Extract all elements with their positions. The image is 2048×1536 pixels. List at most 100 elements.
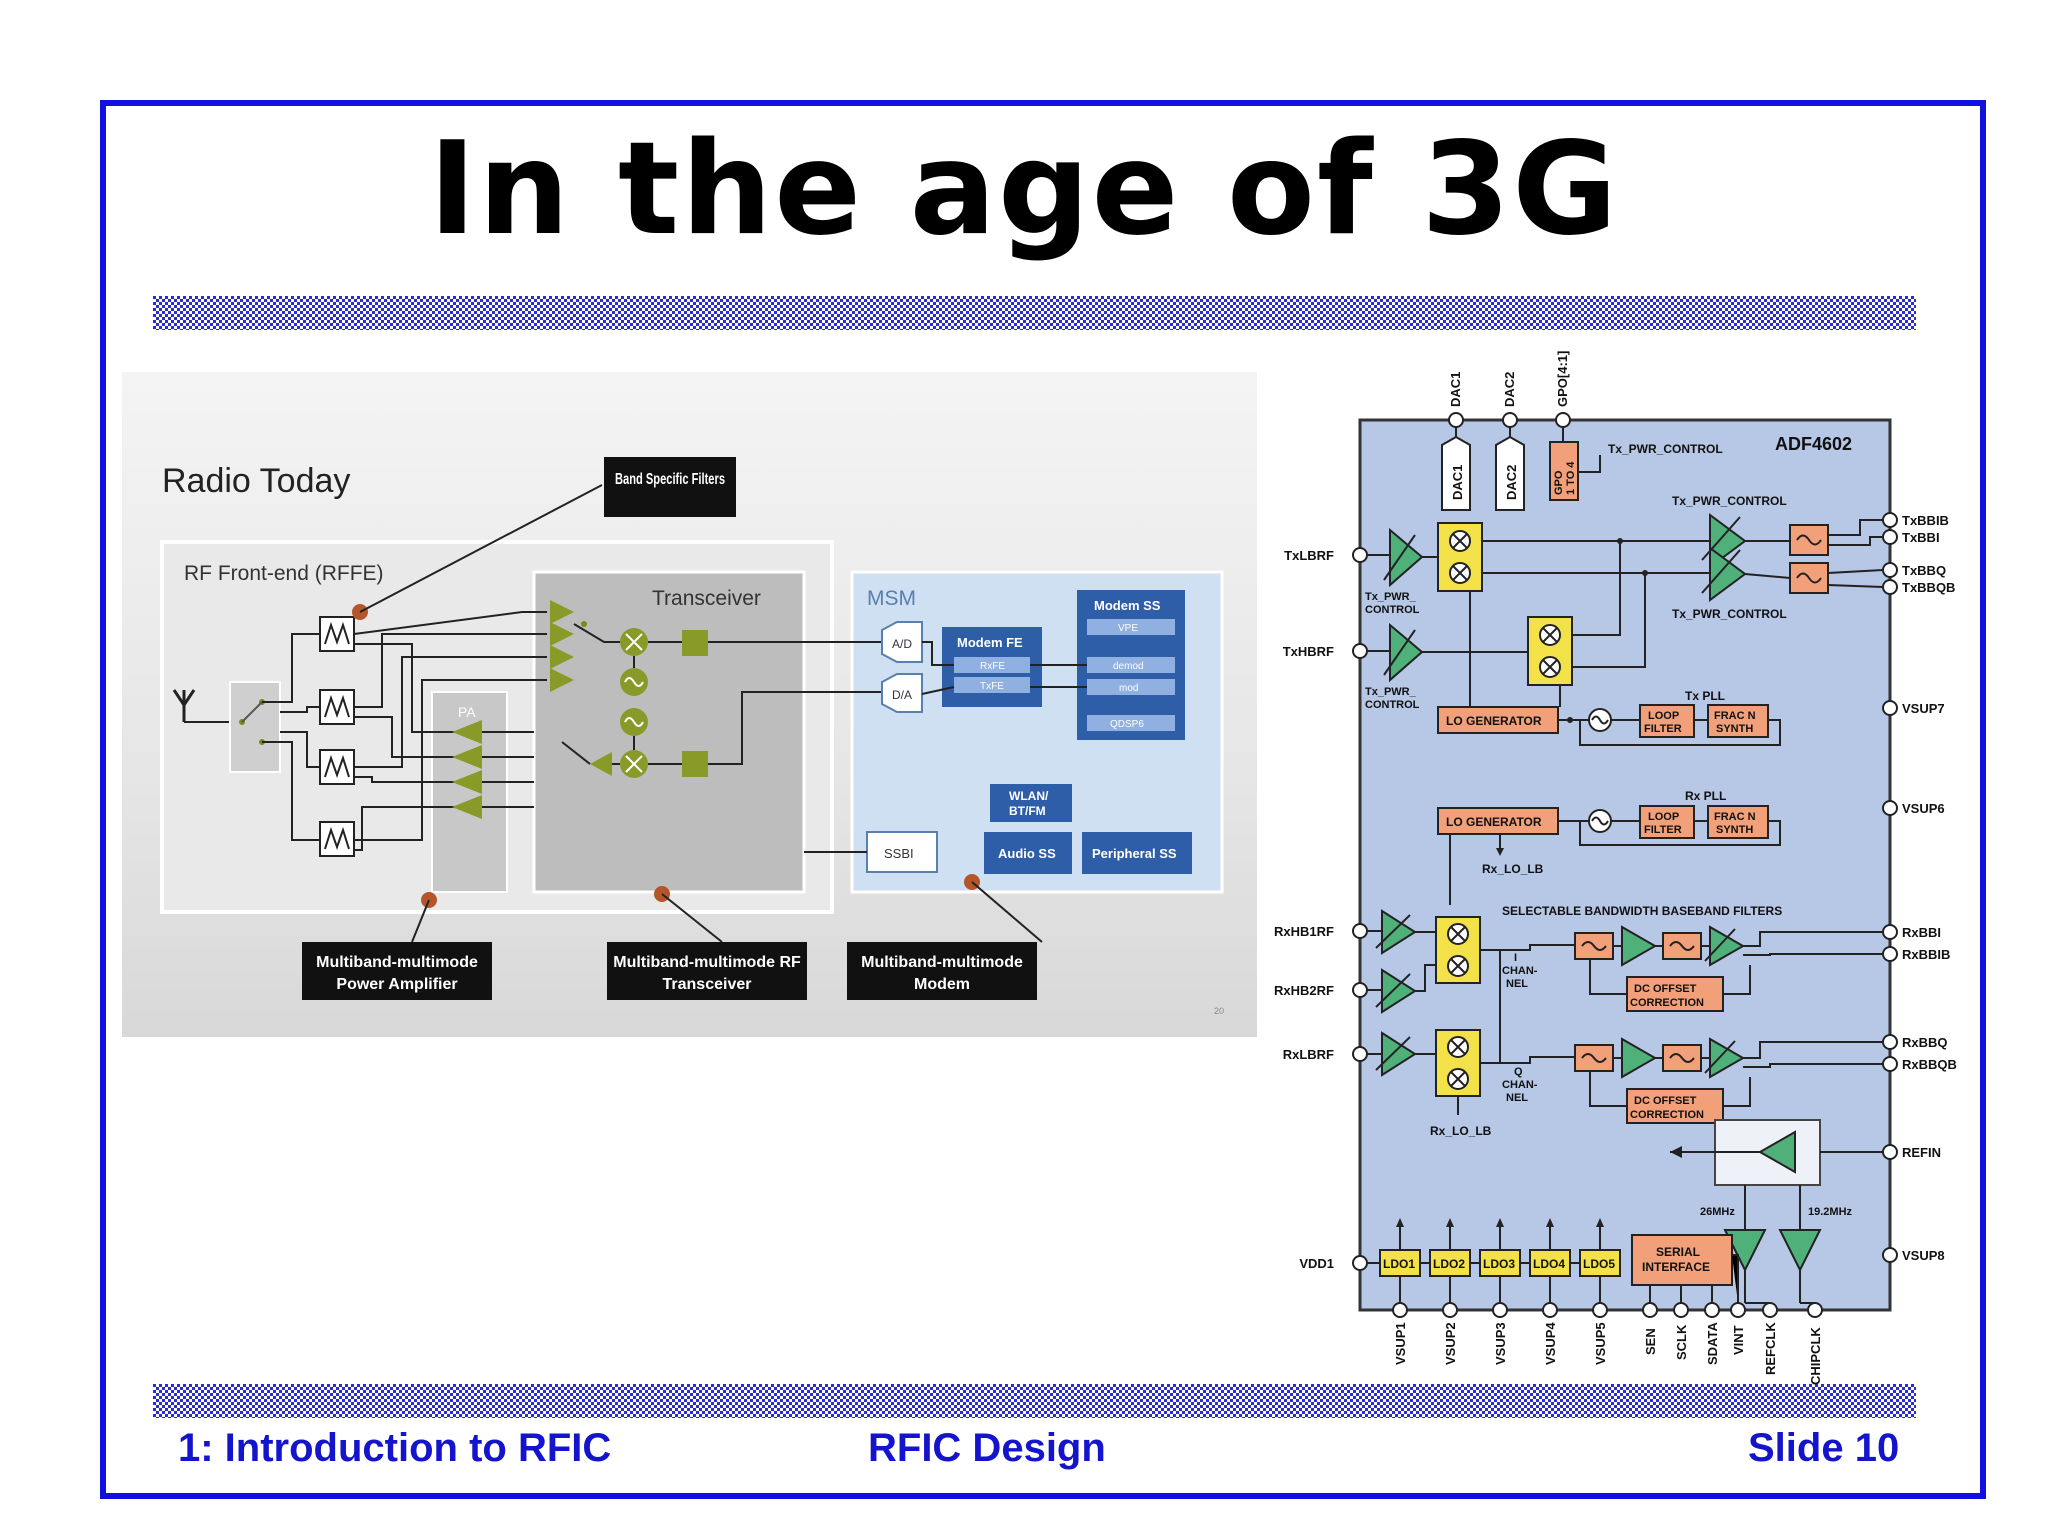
pa-amplifiers [452, 720, 482, 819]
svg-text:CHAN-: CHAN- [1502, 1079, 1538, 1091]
ssbi-label: SSBI [884, 846, 914, 861]
svg-text:LOOP: LOOP [1648, 710, 1679, 722]
callout-pa-line1: Multiband-multimode [316, 954, 478, 971]
rffe-label: RF Front-end (RFFE) [184, 562, 384, 585]
svg-text:FRAC N: FRAC N [1714, 811, 1756, 823]
ssbi-block [866, 831, 938, 873]
svg-text:VSUP7: VSUP7 [1902, 701, 1945, 716]
svg-text:VSUP5: VSUP5 [1593, 1322, 1608, 1365]
svg-text:TxHBRF: TxHBRF [1283, 644, 1334, 659]
svg-text:DC OFFSET: DC OFFSET [1634, 1095, 1697, 1107]
rx-lo-lb-top: Rx_LO_LB [1482, 862, 1544, 876]
chip-name: ADF4602 [1775, 434, 1852, 454]
footer-right: Slide 10 [1748, 1426, 1900, 1470]
callout-rf [607, 942, 807, 1000]
svg-text:REFIN: REFIN [1902, 1145, 1941, 1160]
callout-filters-label: Band Specific Filters [615, 471, 725, 488]
svg-text:SYNTH: SYNTH [1716, 723, 1753, 735]
peripheral-label: Peripheral SS [1092, 846, 1177, 861]
clk-19-label: 19.2MHz [1808, 1206, 1853, 1218]
callout-modem-line2: Modem [914, 976, 970, 993]
footer-center: RFIC Design [868, 1426, 1106, 1470]
tx-pwr-label-top: Tx_PWR_CONTROL [1672, 494, 1787, 508]
callout-pa [302, 942, 492, 1000]
callout-modem [847, 942, 1037, 1000]
callout-filters [604, 457, 736, 517]
demod-label: demod [1113, 661, 1144, 672]
pa-label: PA [458, 704, 476, 720]
radio-heading: Radio Today [162, 462, 350, 500]
serial-interface [1631, 1234, 1733, 1286]
slide-title: In the age of 3G [428, 115, 1620, 264]
svg-text:SERIAL: SERIAL [1656, 1245, 1700, 1259]
transceiver-label: Transceiver [652, 587, 761, 610]
svg-text:VSUP4: VSUP4 [1543, 1322, 1558, 1365]
svg-text:NEL: NEL [1506, 1092, 1528, 1104]
svg-text:REFCLK: REFCLK [1763, 1322, 1778, 1375]
ad-label: A/D [892, 637, 912, 651]
svg-text:FRAC N: FRAC N [1714, 710, 1756, 722]
svg-text:CORRECTION: CORRECTION [1630, 997, 1704, 1009]
svg-text:Tx_PWR_: Tx_PWR_ [1365, 686, 1417, 698]
svg-text:RxHB1RF: RxHB1RF [1274, 924, 1334, 939]
svg-text:LO GENERATOR: LO GENERATOR [1446, 714, 1542, 728]
slide-frame [100, 100, 1986, 1499]
radio-today-diagram: Radio Today RF Front-end (RFFE) Transcei… [160, 457, 1224, 1016]
tx-driver-icon [590, 752, 612, 776]
svg-text:SYNTH: SYNTH [1716, 824, 1753, 836]
callout-modem-line1: Multiband-multimode [861, 954, 1023, 971]
svg-text:1 TO 4: 1 TO 4 [1565, 461, 1577, 495]
svg-text:TxBBI: TxBBI [1902, 530, 1940, 545]
dac1-label: DAC1 [1450, 465, 1465, 500]
svg-text:VINT: VINT [1731, 1325, 1746, 1355]
qdsp-label: QDSP6 [1110, 719, 1144, 730]
svg-text:RxBBI: RxBBI [1902, 925, 1941, 940]
tx-pll-label: Tx PLL [1685, 689, 1725, 703]
svg-text:CORRECTION: CORRECTION [1630, 1109, 1704, 1121]
svg-text:LDO5: LDO5 [1583, 1257, 1615, 1271]
tx-lb-amp [1389, 527, 1424, 588]
figure-page-number: 20 [1214, 1006, 1224, 1016]
svg-text:SEN: SEN [1643, 1328, 1658, 1355]
msm-label: MSM [867, 587, 916, 610]
svg-text:CHIPCLK: CHIPCLK [1808, 1327, 1823, 1385]
svg-text:INTERFACE: INTERFACE [1642, 1260, 1710, 1274]
svg-text:Q: Q [1514, 1066, 1523, 1078]
callout-pa-line2: Power Amplifier [336, 976, 457, 993]
rx-lo-lb-bottom: Rx_LO_LB [1430, 1124, 1492, 1138]
adf4602-diagram: ADF4602 DAC1 DAC2 GPO[4:1] DAC1 DAC2 GPO… [1274, 351, 1957, 1385]
svg-text:VSUP6: VSUP6 [1902, 801, 1945, 816]
gpo-tx-pwr-label: Tx_PWR_CONTROL [1608, 442, 1723, 456]
svg-text:LO GENERATOR: LO GENERATOR [1446, 815, 1542, 829]
radio-today-figure: Radio Today RF Front-end (RFFE) Transcei… [122, 372, 1257, 1037]
rx-filter-icon [682, 630, 708, 656]
peripheral-block [1082, 832, 1192, 874]
svg-text:I: I [1514, 952, 1517, 964]
svg-text:CONTROL: CONTROL [1365, 604, 1420, 616]
rxfe-label: RxFE [980, 661, 1005, 672]
pin-dac2: DAC2 [1502, 372, 1517, 407]
antenna-switch [229, 681, 281, 773]
rx-pll-label: Rx PLL [1685, 789, 1726, 803]
top-pattern-band [153, 296, 1916, 330]
svg-text:RxHB2RF: RxHB2RF [1274, 983, 1334, 998]
tx-pwr-label-bottom: Tx_PWR_CONTROL [1672, 607, 1787, 621]
svg-text:FILTER: FILTER [1644, 723, 1682, 735]
svg-text:VSUP8: VSUP8 [1902, 1248, 1945, 1263]
filter-bank [319, 616, 355, 857]
svg-text:Tx_PWR_: Tx_PWR_ [1365, 591, 1417, 603]
svg-text:TxLBRF: TxLBRF [1284, 548, 1334, 563]
pa-region [431, 691, 508, 893]
svg-text:TxBBQ: TxBBQ [1902, 563, 1946, 578]
svg-text:GPO: GPO [1553, 470, 1565, 495]
svg-text:RxBBQ: RxBBQ [1902, 1035, 1948, 1050]
wlan-label-1: WLAN/ [1009, 789, 1049, 803]
svg-text:RxBBIB: RxBBIB [1902, 947, 1950, 962]
svg-text:DC OFFSET: DC OFFSET [1634, 983, 1697, 995]
svg-text:LOOP: LOOP [1648, 811, 1679, 823]
txfe-label: TxFE [980, 681, 1004, 692]
svg-text:LDO2: LDO2 [1433, 1257, 1465, 1271]
pin-gpo: GPO[4:1] [1555, 351, 1570, 407]
wlan-block [990, 784, 1072, 822]
footer-left: 1: Introduction to RFIC [178, 1426, 612, 1470]
